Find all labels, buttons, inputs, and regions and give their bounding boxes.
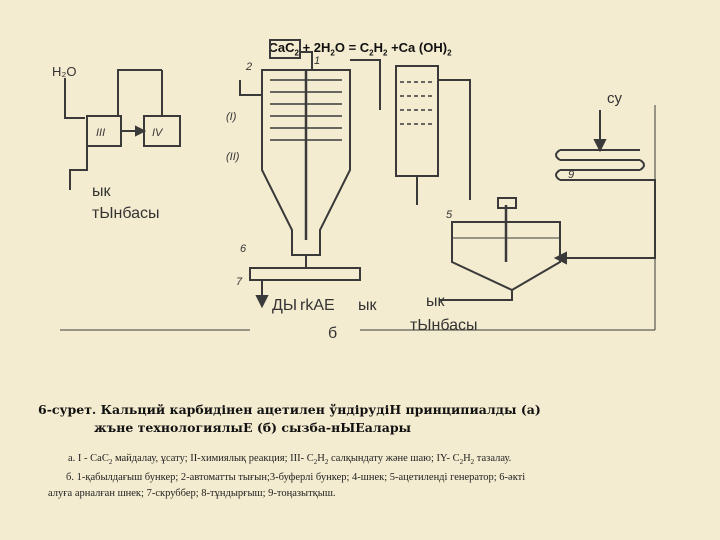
note-text: а. I - CaC (68, 453, 109, 464)
water-feed-line (64, 78, 85, 119)
reactor-side-pipe (239, 80, 262, 96)
note-sub: 2 (324, 458, 329, 467)
left-outlet-line (69, 146, 88, 190)
note-text: H (317, 453, 325, 464)
note-line-a: а. I - CaC2 майдалау, ұсату; II-химиялық… (68, 453, 511, 466)
screw-conveyor (249, 267, 361, 281)
note-text: салқындату және шаю; IY- C (328, 453, 460, 464)
unit-i-label: (I) (226, 111, 237, 123)
label-num-9: 9 (568, 169, 574, 181)
eq-part: CaC (268, 40, 295, 55)
scrubber-packing (400, 81, 434, 125)
arrow-iii-iv (135, 125, 147, 137)
note-line-b-cont: алуға арналған шнек; 7-скруббер; 8-тұнды… (48, 488, 336, 499)
note-sub: 2 (470, 458, 475, 467)
bottom-output-label-4: б (328, 325, 337, 342)
bottom-output-label-3: ык (358, 297, 378, 314)
sludge-arrow (255, 295, 269, 309)
reactor-top-feed (300, 51, 313, 70)
scrubber-overflow (438, 79, 471, 200)
feed-hopper (269, 39, 301, 59)
eq-part: +Ca (OH) (387, 40, 448, 55)
water-label: H₂O (52, 64, 77, 79)
line-iv-loop (117, 69, 162, 116)
label-num-5: 5 (446, 209, 453, 221)
right-output-label-2: тЫнбасы (410, 317, 478, 334)
unit-iii-label: III (96, 127, 105, 139)
label-num-2: 2 (245, 61, 252, 73)
reactor-body (261, 69, 351, 256)
label-num-6: 6 (240, 243, 247, 255)
unit-ii-label: (II) (226, 151, 240, 163)
caption-line-1: 6-сурет. Кальций карбидінен ацетилен ўнд… (38, 402, 541, 417)
settler-outlet (440, 290, 513, 301)
caption-line-2: жъне технологиялыЕ (б) сызба-нЫЕалары (94, 420, 412, 435)
bottom-output-label-2: rkAE (300, 297, 335, 314)
note-sub: 2 (313, 458, 318, 467)
return-line (560, 179, 656, 259)
eq-part: O = C (334, 40, 370, 55)
eq-sub: 2 (383, 48, 388, 58)
bottom-output-label-1: ДЫ (272, 297, 297, 314)
note-line-b: б. 1-қабылдағыш бункер; 2-автоматты тығы… (66, 472, 526, 483)
eq-sub: 2 (294, 48, 299, 58)
note-sub: 2 (459, 458, 464, 467)
water-in-label: су (607, 90, 623, 107)
note-sub: 2 (108, 458, 113, 467)
process-diagram: H₂O III IV (II) (I) ык тЫнбасы ДЫ rkAE ы… (52, 39, 656, 342)
right-output-label-1: ык (426, 293, 446, 310)
gas-pipe-up (350, 59, 381, 110)
eq-part: H (373, 40, 384, 55)
left-output-label-1: ык (92, 183, 112, 200)
label-num-1: 1 (314, 55, 320, 67)
left-output-label-2: тЫнбасы (92, 205, 160, 222)
return-arrow (553, 251, 567, 265)
settler-tank (451, 221, 561, 292)
coil-bends (555, 149, 645, 181)
eq-sub: 2 (330, 48, 335, 58)
unit-iv-label: IV (152, 127, 164, 139)
label-num-7: 7 (236, 276, 243, 288)
note-text: тазалау. (474, 453, 512, 464)
eq-sub: 2 (369, 48, 374, 58)
eq-sub: 2 (447, 48, 452, 58)
stirrer-motor (497, 197, 517, 209)
note-text: майдалау, ұсату; II-химиялық реакция; II… (112, 453, 314, 464)
note-text: H (463, 453, 471, 464)
water-arrow (593, 139, 607, 153)
